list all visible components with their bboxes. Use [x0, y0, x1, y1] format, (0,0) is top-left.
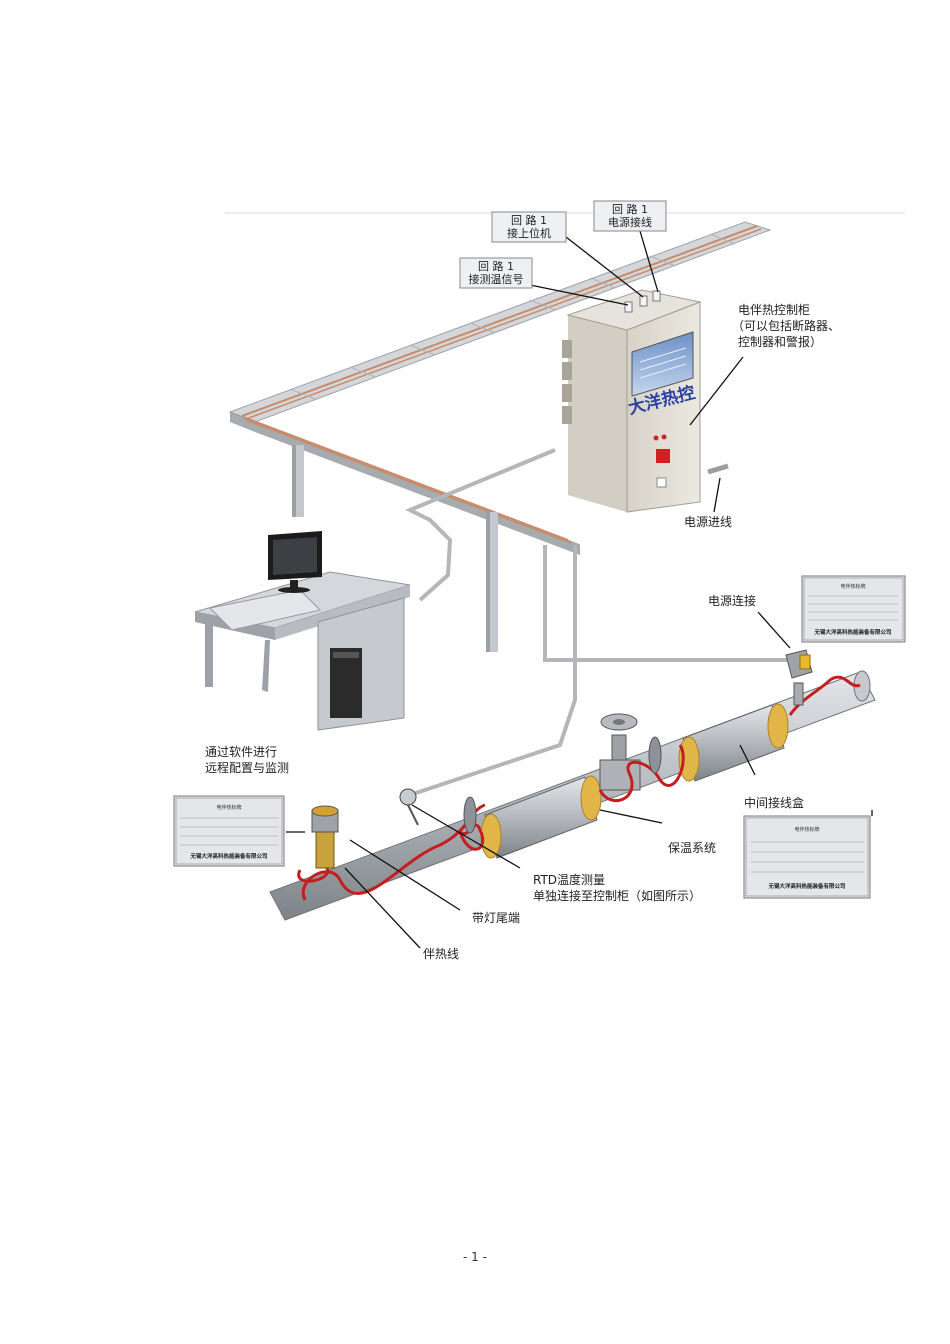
label-power-in: 电源进线 — [684, 515, 732, 529]
svg-text:接上位机: 接上位机 — [507, 226, 551, 240]
label-cabinet-1: 电伴热控制柜 — [738, 303, 810, 317]
svg-text:电伴热标牌: 电伴热标牌 — [794, 826, 819, 833]
power-connection-box — [785, 649, 813, 706]
nameplate-left: 电伴热标牌 无锡大洋高科热能装备有限公司 — [173, 795, 285, 867]
heat-tracing-cable — [301, 675, 861, 901]
nameplate-top-right: 电伴热标牌 无锡大洋高科热能装备有限公司 — [801, 575, 906, 643]
label-remote-2: 远程配置与监测 — [205, 760, 289, 775]
end-light — [311, 805, 339, 869]
label-rtd-1: RTD温度测量 — [533, 872, 605, 887]
svg-text:无锡大洋高科热能装备有限公司: 无锡大洋高科热能装备有限公司 — [189, 852, 267, 860]
conduit-lines — [405, 448, 790, 797]
nameplate-bottom-right: 电伴热标牌 无锡大洋高科热能装备有限公司 — [743, 815, 871, 899]
callout-loop1-temp: 回 路 1 接测温信号 — [459, 257, 533, 289]
callout-loop1-host: 回 路 1 接上位机 — [491, 211, 567, 243]
cabinet-switch — [656, 449, 670, 463]
svg-text:电伴热标牌: 电伴热标牌 — [840, 583, 865, 590]
callout-loop1-power: 回 路 1 电源接线 — [593, 200, 667, 232]
svg-text:无锡大洋高科热能装备有限公司: 无锡大洋高科热能装备有限公司 — [767, 882, 845, 890]
label-heat-cable: 伴热线 — [423, 947, 459, 961]
svg-text:回 路 1: 回 路 1 — [478, 260, 514, 273]
label-junction-box: 中间接线盒 — [744, 795, 804, 810]
valve — [599, 713, 641, 791]
label-rtd-2: 单独连接至控制柜（如图所示） — [533, 888, 701, 903]
svg-text:回 路 1: 回 路 1 — [612, 203, 648, 216]
leader-lines — [286, 230, 873, 949]
label-power-connect: 电源连接 — [708, 593, 756, 608]
svg-text:回 路 1: 回 路 1 — [511, 214, 547, 227]
svg-text:无锡大洋高科热能装备有限公司: 无锡大洋高科热能装备有限公司 — [813, 628, 891, 636]
control-cabinet: 大洋热控 — [562, 289, 729, 513]
svg-text:接测温信号: 接测温信号 — [469, 273, 524, 286]
rtd-sensor — [399, 788, 419, 826]
label-cabinet-2: （可以包括断路器、 — [732, 318, 840, 333]
computer-desk — [194, 531, 411, 731]
label-insulation: 保温系统 — [668, 841, 716, 855]
label-end-light: 带灯尾端 — [472, 911, 520, 925]
pc-tower — [330, 648, 362, 718]
svg-text:电伴热标牌: 电伴热标牌 — [216, 804, 241, 811]
page-number: - 1 - — [463, 1250, 487, 1264]
label-remote-1: 通过软件进行 — [205, 745, 277, 759]
svg-text:电源接线: 电源接线 — [608, 215, 652, 229]
label-cabinet-3: 控制器和警报） — [738, 334, 822, 349]
cable-tray — [228, 221, 772, 652]
pipe-assembly — [269, 649, 876, 921]
